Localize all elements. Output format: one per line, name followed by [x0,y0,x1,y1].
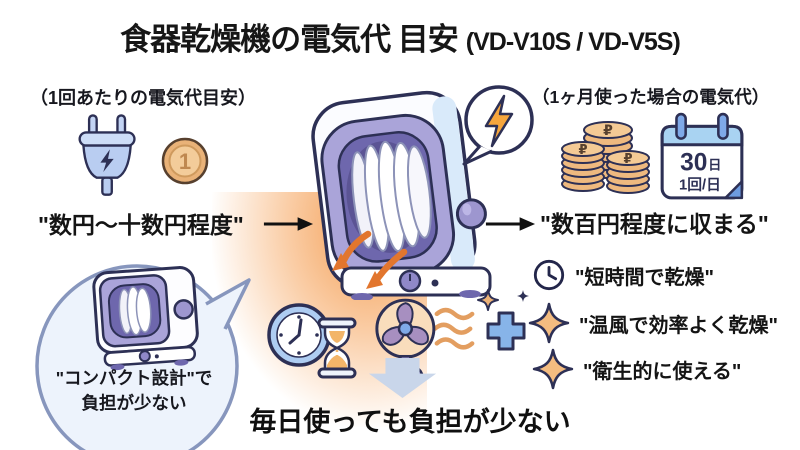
calendar-days-unit: 日 [708,157,721,172]
coin-stack-icon: ₽ ₽ ₽ [561,121,650,194]
lightning-bubble [462,85,534,166]
dryer-illustration [311,90,492,300]
calendar-frequency: 1回/日 [679,177,721,194]
clock-hourglass-icon [267,303,357,379]
page-title-main: 食器乾燥機の電気代 目安 [120,22,459,57]
feature-row: "温風で効率よく乾燥" [528,302,778,344]
coin-symbol: ₽ [578,142,587,157]
clock-icon [533,259,565,291]
sparkle-icon [528,302,570,344]
heat-wave-icon [432,322,473,335]
feature-text: "衛生的に使える" [583,360,742,383]
plus-sparkle-icon [477,289,529,351]
feature-row: "短時間で乾燥" [532,258,714,292]
heat-wave-icon [434,337,475,350]
calendar-days: 30 [680,149,707,176]
feature-text: "短時間で乾燥" [575,266,714,289]
fan-icon [375,298,475,382]
coin-icon: 1 [161,137,209,185]
per-use-label: （1回あたりの電気代目安） [30,88,257,108]
monthly-value: "数百円程度に収まる" [540,211,769,237]
calendar-icon: 30 日 1回/日 [660,112,744,200]
compact-design-line1: "コンパクト設計"で [55,368,213,388]
coin-value: 1 [179,149,191,174]
per-use-value: "数円〜十数円程度" [38,212,244,238]
conclusion-text: 毎日使っても負担が少ない [249,407,571,437]
page-title: 食器乾燥機の電気代 目安 (VD-V10S / VD-V5S) [0,14,800,59]
lightning-icon [484,94,514,148]
arrow-to-dryer-icon [263,217,314,231]
feature-text: "温風で効率よく乾燥" [579,314,778,337]
mini-dryer-illustration [92,266,199,371]
heat-wave-icon [434,307,475,321]
sparkle-icon [532,348,574,390]
plug-icon [78,114,136,196]
monthly-label: （1ヶ月使った場合の電気代） [532,87,770,107]
feature-row: "衛生的に使える" [532,348,741,390]
coin-symbol: ₽ [623,151,632,166]
coin-symbol: ₽ [603,122,613,138]
compact-design-line2: 負担が少ない [81,393,187,414]
compact-design-note: "コンパクト設計"で 負担が少ない [40,366,228,417]
arrow-to-monthly-icon [485,217,536,231]
page-title-model: (VD-V10S / VD-V5S) [465,28,681,56]
down-arrow-icon [368,358,437,398]
